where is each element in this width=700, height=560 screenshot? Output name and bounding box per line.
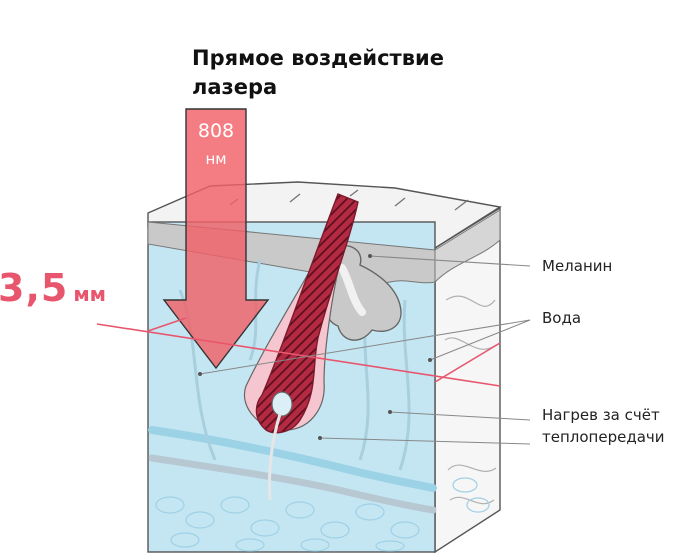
label-heating-line2: теплопередачи xyxy=(542,428,665,446)
depth-unit: мм xyxy=(73,282,107,306)
epidermis-side xyxy=(434,209,501,284)
hair-shaft xyxy=(255,193,359,434)
diagram-title: Прямое воздействие лазера xyxy=(192,46,444,99)
surface-flakes xyxy=(229,189,469,211)
blood-vessel-lower xyxy=(148,454,437,514)
wavelength-value: 808 xyxy=(197,120,235,142)
depth-line xyxy=(96,323,501,387)
blood-vessel-upper xyxy=(148,426,437,492)
label-water: Вода xyxy=(542,309,582,327)
depth-tick-left xyxy=(147,317,187,332)
leader-lines xyxy=(198,254,531,445)
wavelength-unit: нм xyxy=(205,150,227,168)
sebaceous-duct xyxy=(338,264,366,316)
label-heating-line1: Нагрев за счёт xyxy=(542,406,660,424)
dermal-papilla xyxy=(271,391,293,417)
dermal-fibers xyxy=(178,259,411,471)
depth-value: 3,5 xyxy=(0,266,69,310)
fat-cells xyxy=(155,477,490,552)
papilla-vessel xyxy=(268,413,282,501)
laser-arrow xyxy=(162,108,270,370)
depth-tick-right xyxy=(434,342,501,383)
label-melanin: Меланин xyxy=(542,257,613,275)
